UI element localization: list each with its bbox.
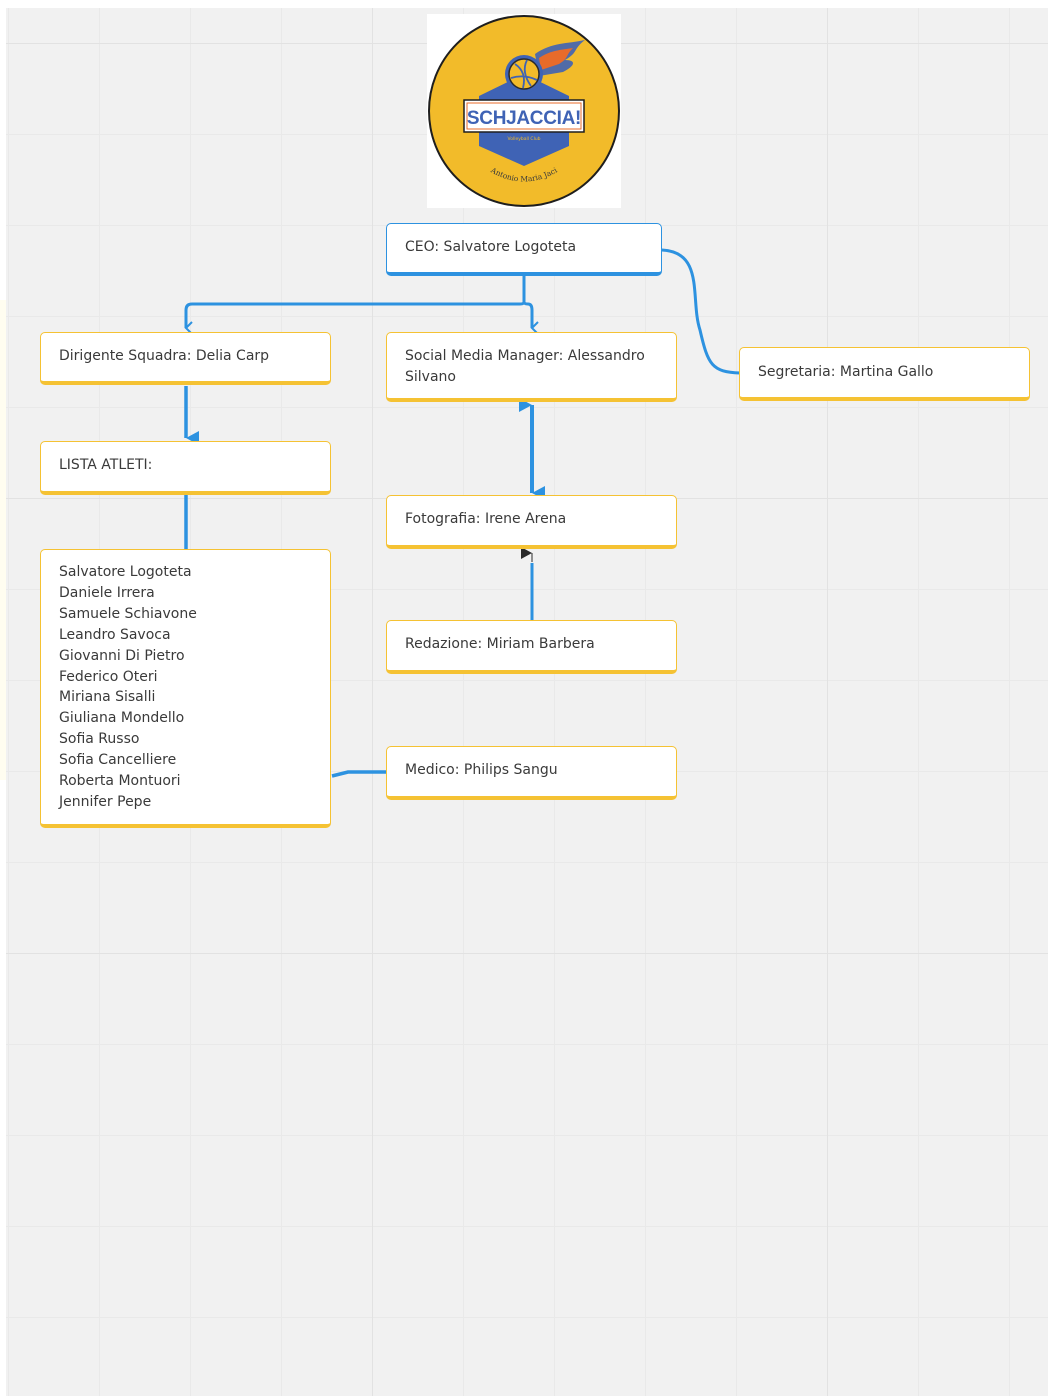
athlete-name: Giuliana Mondello xyxy=(59,710,185,727)
node-medico[interactable]: Medico: Philips Sangu xyxy=(386,746,677,800)
node-dirigente[interactable]: Dirigente Squadra: Delia Carp xyxy=(40,332,331,385)
athlete-name: Samuele Schiavone xyxy=(59,605,197,622)
node-social-media-manager[interactable]: Social Media Manager: Alessandro Silvano xyxy=(386,332,677,402)
node-lista-label: LISTA ATLETI: xyxy=(59,457,153,473)
left-margin-strip xyxy=(0,0,6,1396)
athlete-name: Leandro Savoca xyxy=(59,626,171,643)
connector-athletes-to-medico xyxy=(331,770,386,778)
node-redazione[interactable]: Redazione: Miriam Barbera xyxy=(386,620,677,674)
node-fotografia[interactable]: Fotografia: Irene Arena xyxy=(386,495,677,549)
connector-ceo-trunk xyxy=(184,274,526,335)
athlete-name: Sofia Cancelliere xyxy=(59,752,177,769)
athlete-name: Roberta Montuori xyxy=(59,773,181,790)
logo-title: SCHJACCIA! xyxy=(467,108,581,129)
node-lista-atleti[interactable]: LISTA ATLETI: xyxy=(40,441,331,495)
node-social-label: Social Media Manager: Alessandro Silvano xyxy=(405,348,645,385)
node-segretaria[interactable]: Segretaria: Martina Gallo xyxy=(739,347,1030,401)
athlete-name: Daniele Irrera xyxy=(59,584,155,601)
node-ceo-label: CEO: Salvatore Logoteta xyxy=(405,239,577,255)
node-athletes-list[interactable]: Salvatore Logoteta Daniele Irrera Samuel… xyxy=(40,549,331,828)
node-medico-label: Medico: Philips Sangu xyxy=(405,762,558,778)
athlete-name: Giovanni Di Pietro xyxy=(59,647,185,664)
athlete-name: Sofia Russo xyxy=(59,731,140,748)
connector-ceo-to-social xyxy=(522,301,539,335)
logo-subtitle: Volleyball Club xyxy=(507,136,540,142)
connector-ceo-to-segretaria xyxy=(661,248,741,375)
athlete-name: Miriana Sisalli xyxy=(59,689,156,706)
node-redazione-label: Redazione: Miriam Barbera xyxy=(405,636,595,652)
athlete-name: Jennifer Pepe xyxy=(59,793,152,810)
node-fotografia-label: Fotografia: Irene Arena xyxy=(405,511,567,527)
team-logo: SCHJACCIA! Volleyball Club Antonio Maria… xyxy=(427,14,621,208)
node-ceo[interactable]: CEO: Salvatore Logoteta xyxy=(386,223,662,276)
athlete-name: Salvatore Logoteta xyxy=(59,564,192,580)
schjaccia-logo-icon: SCHJACCIA! Volleyball Club Antonio Maria… xyxy=(428,15,620,207)
athlete-name: Federico Oteri xyxy=(59,668,158,685)
node-segretaria-label: Segretaria: Martina Gallo xyxy=(758,364,934,380)
node-dirigente-label: Dirigente Squadra: Delia Carp xyxy=(59,348,270,364)
